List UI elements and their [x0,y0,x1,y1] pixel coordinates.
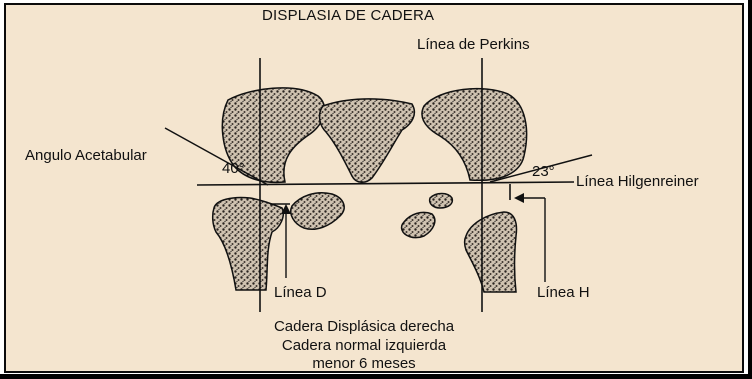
right-ossicle-1 [402,212,435,237]
right-femur [465,212,517,292]
caption-line-1: Cadera Displásica derecha [0,318,740,335]
label-line-h: Línea H [537,284,590,301]
caption-line-2: Cadera normal izquierda [0,337,740,354]
right-ilium [422,89,527,181]
hilgenreiner-line [197,182,574,185]
label-hilgenreiner-line: Línea Hilgenreiner [576,173,699,190]
label-acetabular-angle: Angulo Acetabular [25,147,147,164]
label-line-d: Línea D [274,284,327,301]
label-angle-right: 23° [532,163,555,180]
page-title: DISPLASIA DE CADERA [262,7,434,24]
right-ossicle-2 [430,194,453,209]
label-perkins-line: Línea de Perkins [417,36,530,53]
sacrum [320,99,415,182]
left-epiphysis [291,193,344,230]
left-femur [213,197,284,290]
caption-line-3: menor 6 meses [0,355,740,372]
label-angle-left: 40° [222,160,245,177]
line-h-arrowhead [514,193,524,203]
